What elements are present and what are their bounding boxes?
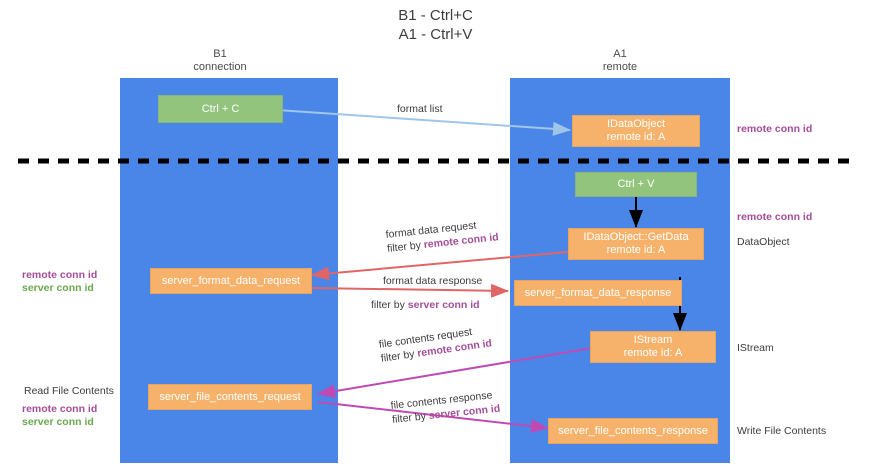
node-ctrl-v[interactable]: Ctrl + V: [575, 172, 697, 197]
node-server-file-contents-response[interactable]: server_file_contents_response: [548, 418, 718, 444]
node-istream[interactable]: IStream remote id: A: [590, 331, 716, 363]
annotation-left-read-server-conn-id: server conn id: [22, 416, 94, 428]
node-idataobject-line2: remote id: A: [606, 131, 666, 143]
node-server-format-data-request[interactable]: server_format_data_request: [150, 268, 312, 294]
filter-key-server-conn-id-1: server conn id: [407, 299, 480, 311]
node-idataobject-getdata-line1: IDataObject::GetData: [583, 231, 689, 243]
node-server-file-contents-request-line1: server_file_contents_request: [159, 390, 301, 403]
node-idataobject-line1: IDataObject: [606, 118, 666, 130]
lane-header-b1: B1 connection: [160, 48, 280, 74]
node-idataobject-getdata-line2: remote id: A: [606, 244, 666, 256]
annotation-right-istream: IStream: [737, 342, 774, 354]
edge-format-data-response: [311, 283, 509, 298]
lane-header-b1-name: B1: [213, 48, 227, 60]
node-istream-line2: remote id: A: [623, 347, 683, 359]
edge-label-format-list: format list: [397, 103, 443, 115]
lane-header-b1-subtitle: connection: [193, 61, 247, 73]
edge-label-file-contents-response: file contents response filter by server …: [390, 388, 501, 427]
edge-label-format-data-request: format data request filter by remote con…: [385, 216, 499, 256]
lane-header-a1: A1 remote: [560, 48, 680, 74]
node-server-format-data-response[interactable]: server_format_data_response: [514, 280, 682, 306]
edge-label-format-data-response: format data response: [383, 274, 482, 288]
title-line-2: A1 - Ctrl+V: [398, 26, 473, 43]
edge-label-format-data-response-main: format data response: [383, 275, 483, 287]
node-ctrl-v-line1: Ctrl + V: [617, 178, 655, 190]
filter-prefix-2: filter by: [371, 299, 408, 311]
lane-header-a1-name: A1: [613, 48, 627, 60]
lane-header-a1-subtitle: remote: [602, 61, 638, 73]
annotation-right-remote-conn-id-top: remote conn id: [737, 123, 813, 135]
annotation-left-read-file-contents: Read File Contents: [24, 385, 114, 397]
title-line-1: B1 - Ctrl+C: [398, 7, 473, 24]
edge-label-file-contents-request: file contents request filter by remote c…: [378, 322, 493, 365]
node-ctrl-c[interactable]: Ctrl + C: [158, 95, 283, 123]
node-istream-line1: IStream: [633, 334, 673, 346]
node-idataobject-getdata[interactable]: IDataObject::GetData remote id: A: [568, 228, 704, 260]
filter-prefix-1: filter by: [386, 239, 425, 255]
node-server-file-contents-request[interactable]: server_file_contents_request: [148, 384, 312, 410]
annotation-left-server-conn-id: server conn id: [22, 282, 94, 294]
node-ctrl-c-line1: Ctrl + C: [201, 102, 240, 115]
edge-label-format-data-response-filter: filter by server conn id: [371, 298, 480, 312]
filter-prefix-3: filter by: [380, 347, 419, 365]
filter-prefix-4: filter by: [391, 410, 430, 426]
node-idataobject[interactable]: IDataObject remote id: A: [572, 115, 700, 147]
node-server-format-data-response-line1: server_format_data_response: [524, 286, 672, 299]
node-server-format-data-request-line1: server_format_data_request: [161, 274, 301, 287]
node-server-file-contents-response-line1: server_file_contents_response: [558, 424, 708, 437]
annotation-left-remote-conn-id: remote conn id: [22, 269, 98, 281]
annotation-right-write-file-contents: Write File Contents: [737, 425, 827, 437]
diagram-title: B1 - Ctrl+C A1 - Ctrl+V: [0, 6, 871, 44]
annotation-right-dataobject: DataObject: [737, 236, 790, 248]
annotation-right-remote-conn-id-mid: remote conn id: [737, 211, 813, 223]
annotation-left-read-remote-conn-id: remote conn id: [22, 403, 98, 415]
